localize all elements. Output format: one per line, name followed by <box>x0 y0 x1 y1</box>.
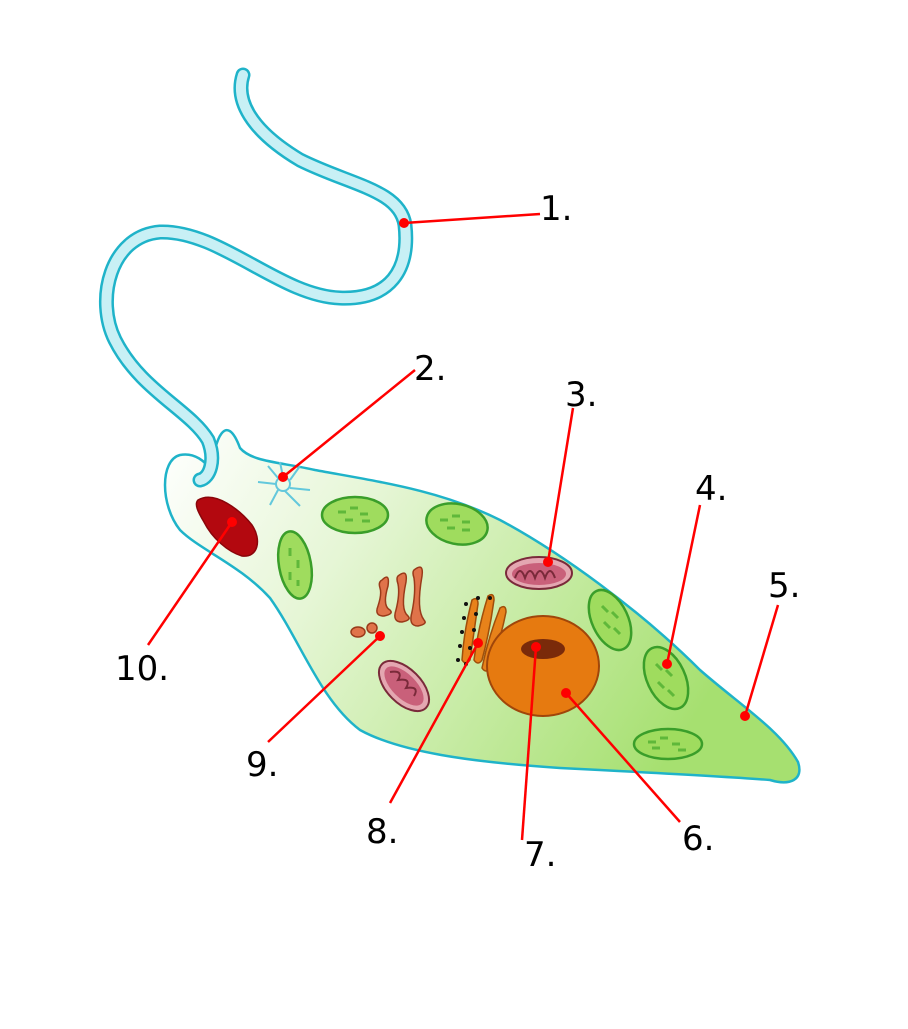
pointer-line-2 <box>282 369 416 478</box>
pointer-line-7 <box>520 646 538 841</box>
chloroplast-1 <box>320 495 390 535</box>
mitochondrion-1 <box>505 556 573 590</box>
label-9: 9. <box>246 745 278 785</box>
mitochondrion-2 <box>378 660 430 712</box>
pointer-line-4 <box>665 504 702 665</box>
pointer-line-3 <box>546 407 575 563</box>
pointer-dots <box>227 218 750 721</box>
nucleus <box>486 615 600 717</box>
chloroplast-2 <box>425 502 489 546</box>
label-2: 2. <box>414 349 446 389</box>
label-8: 8. <box>366 812 398 852</box>
golgi-apparatus <box>350 566 426 638</box>
label-10: 10. <box>115 649 169 689</box>
flagellum <box>98 67 414 488</box>
label-7: 7. <box>524 835 556 875</box>
pointer-line-9 <box>267 635 381 743</box>
pointer-line-1 <box>403 212 541 225</box>
nucleolus <box>521 639 565 659</box>
label-1: 1. <box>540 189 572 229</box>
pointer-lines <box>146 212 780 841</box>
label-6: 6. <box>682 819 714 859</box>
basal-body <box>257 461 311 507</box>
pointer-line-10 <box>146 521 234 646</box>
label-5: 5. <box>768 566 800 606</box>
chloroplast-5 <box>642 645 690 711</box>
pointer-line-5 <box>743 604 780 717</box>
label-3: 3. <box>565 375 597 415</box>
chloroplast-6 <box>632 727 704 761</box>
eyespot <box>195 496 259 557</box>
chloroplast-3 <box>276 530 314 600</box>
pointer-line-6 <box>565 692 681 823</box>
chloroplast-4 <box>587 588 633 652</box>
pointer-line-8 <box>388 642 480 804</box>
flagellum-core <box>101 70 411 485</box>
label-4: 4. <box>695 469 727 509</box>
